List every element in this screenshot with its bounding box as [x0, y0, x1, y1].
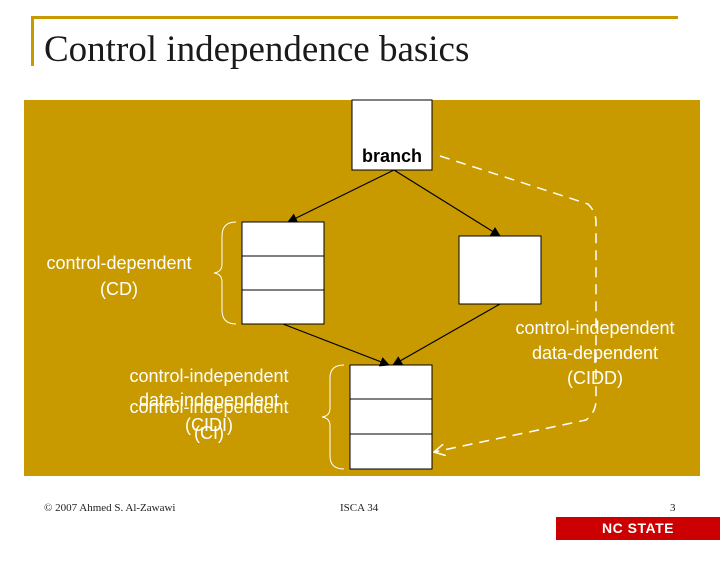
ncsu-logo: NC STATE UNIVERSITY [556, 517, 720, 559]
cd-brace [213, 221, 237, 325]
arrow-branch-to-right [393, 169, 501, 237]
ncsu-logo-bold: NC STATE [602, 520, 674, 536]
title-frame-left [31, 16, 34, 66]
arrow-left-to-merge [282, 323, 390, 367]
arrow-branch-to-left [287, 169, 395, 223]
cd-right-box [458, 235, 542, 305]
cd-label-2: (CD) [100, 279, 138, 299]
slide-title: Control independence basics [44, 29, 470, 70]
cidd-label-3: (CIDD) [567, 368, 623, 388]
title-frame-top [31, 16, 678, 19]
footer-venue: ISCA 34 [340, 502, 379, 514]
dashed-arc [434, 155, 597, 452]
cd-label-1: control-dependent [46, 253, 192, 273]
arrow-right-to-merge [392, 303, 501, 366]
cidi-label-2: data-independent [138, 390, 280, 410]
footer-page-number: 3 [670, 502, 676, 514]
footer-copyright: © 2007 Ahmed S. Al-Zawawi [44, 502, 176, 514]
cidi-label-1: control-independent [129, 366, 289, 386]
cidd-label-1: control-independent [515, 318, 675, 338]
cidd-label-2: data-dependent [531, 343, 659, 363]
ci-overlap-label-2: (CI) [194, 423, 224, 443]
ncsu-logo-rest: UNIVERSITY [593, 543, 683, 559]
diagram-svg [213, 99, 597, 470]
ci-overlap-label-1: control-independent [129, 397, 289, 417]
cidi-label-3: (CIDI) [185, 415, 233, 435]
merge-stack [349, 364, 433, 470]
ci-brace [321, 364, 345, 470]
cd-left-stack [241, 221, 325, 325]
branch-box [351, 99, 433, 171]
branch-label: branch [361, 146, 422, 166]
